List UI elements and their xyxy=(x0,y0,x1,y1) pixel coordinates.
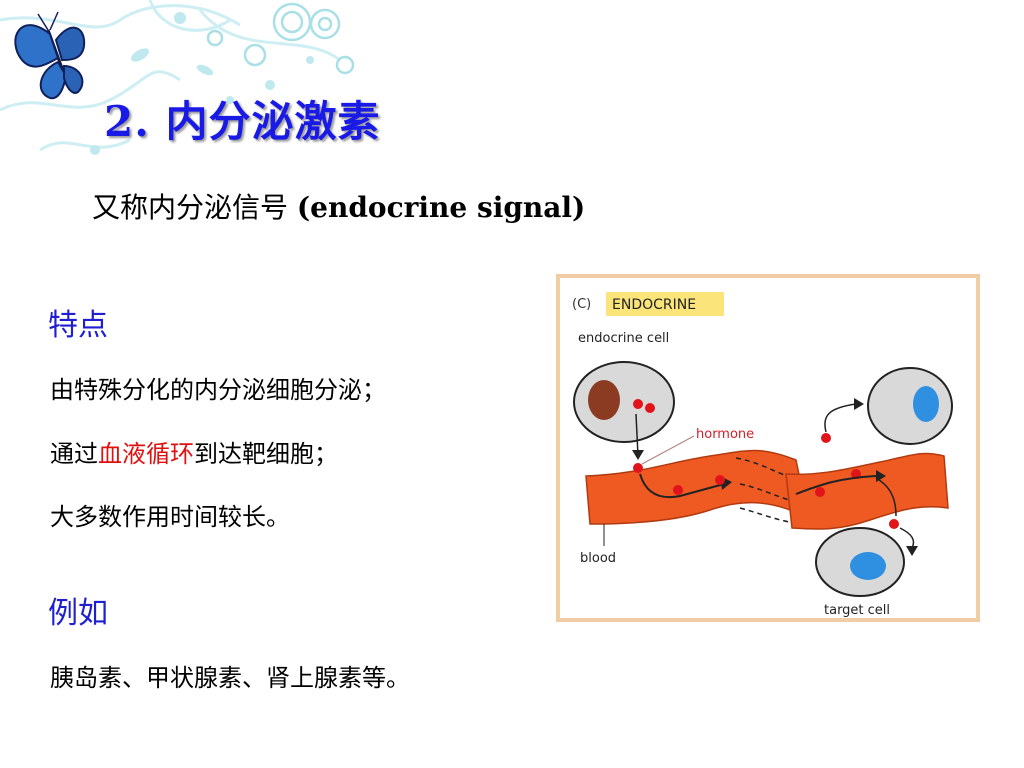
subtitle: 又称内分泌信号 (endocrine signal) xyxy=(92,186,585,226)
blood-flow-arrow-right xyxy=(795,475,877,495)
hormone-dot xyxy=(633,399,643,409)
floral-corner-decoration xyxy=(0,0,355,155)
butterfly-icon xyxy=(14,11,86,100)
hormone-dot xyxy=(889,519,899,529)
hormone-dot xyxy=(715,475,725,485)
blood-flow-arrow xyxy=(639,473,725,499)
hormone-dot xyxy=(633,463,643,473)
subtitle-chinese: 又称内分泌信号 xyxy=(92,191,297,224)
uptake-arrow-upper xyxy=(824,403,857,433)
feature-line-3: 大多数作用时间较长。 xyxy=(50,503,290,531)
title-text: 内分泌激素 xyxy=(165,97,381,146)
upper-target-cell xyxy=(867,367,953,445)
upper-target-cell-nucleus xyxy=(913,386,939,422)
hormone-dot xyxy=(815,487,825,497)
blood-vessel-right xyxy=(785,452,949,530)
hormone-dot xyxy=(645,403,655,413)
endocrine-diagram: (C) ENDOCRINE endocrine cell hormone xyxy=(556,274,980,622)
uptake-arrow-lower xyxy=(875,477,897,517)
target-cell-label: target cell xyxy=(824,603,890,618)
uptake-arrowhead-upper xyxy=(854,398,864,410)
features-heading: 特点 xyxy=(48,308,108,343)
lower-target-cell-nucleus xyxy=(850,552,886,580)
secretion-arrowhead xyxy=(632,450,644,460)
examples-text: 胰岛素、甲状腺素、肾上腺素等。 xyxy=(50,664,410,692)
hormone-label: hormone xyxy=(696,427,754,442)
feature-line-2-highlight: 血液循环 xyxy=(98,440,194,468)
title-number: 2. xyxy=(104,97,150,146)
feature-line-2-before: 通过 xyxy=(50,440,98,468)
uptake-arrow-target xyxy=(899,527,915,549)
panel-letter: (C) xyxy=(572,297,591,312)
feature-line-1: 由特殊分化的内分泌细胞分泌； xyxy=(50,376,386,404)
subtitle-english: (endocrine signal) xyxy=(296,191,586,224)
feature-line-2-after: 到达靶细胞； xyxy=(194,440,338,468)
panel-title: ENDOCRINE xyxy=(612,297,696,313)
hormone-dot xyxy=(821,433,831,443)
endocrine-cell-label: endocrine cell xyxy=(578,331,669,346)
hormone-dot xyxy=(673,485,683,495)
hormone-label-leader xyxy=(641,435,695,465)
secretion-arrow xyxy=(635,413,639,457)
endocrine-diagram-svg: (C) ENDOCRINE endocrine cell hormone xyxy=(572,292,953,618)
panel-title-tag xyxy=(606,292,724,316)
page-title: 2. 内分泌激素 xyxy=(104,88,381,149)
uptake-arrowhead-target xyxy=(906,546,918,556)
blood-label: blood xyxy=(580,551,616,566)
examples-heading: 例如 xyxy=(48,596,108,631)
feature-line-2: 通过血液循环到达靶细胞； xyxy=(50,434,338,469)
blood-vessel-left xyxy=(585,449,810,525)
endocrine-cell-nucleus xyxy=(588,380,620,420)
